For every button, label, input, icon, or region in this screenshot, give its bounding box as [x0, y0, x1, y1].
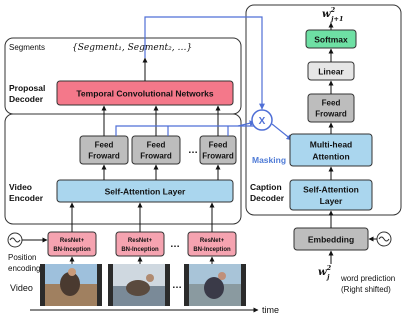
- frames-ellipsis: …: [172, 280, 182, 291]
- masking-multiply-symbol: X: [259, 116, 266, 127]
- video-encoder-panel: [4, 113, 242, 225]
- encoder-ff-1-line1: Feed: [95, 141, 114, 150]
- decoder-ff-line1: Feed: [322, 99, 341, 108]
- embedding-label: Embedding: [308, 235, 354, 245]
- tcn-label: Temporal Convolutional Networks: [76, 89, 214, 99]
- video-label: Video: [10, 283, 33, 293]
- encoder-ff-1-line2: Froward: [88, 152, 120, 161]
- encoder-ff-2-line1: Feed: [147, 141, 166, 150]
- encoder-self-attention-box: [56, 179, 234, 203]
- cnn-ellipsis: …: [170, 239, 180, 250]
- encoder-ellipsis: …: [188, 145, 198, 156]
- segments-label: Segments: [9, 43, 45, 52]
- word-prediction-line2: (Right shifted): [341, 285, 391, 294]
- cnn-2-line2: BN-Inception: [121, 247, 159, 253]
- proposal-decoder-label-line2: Decoder: [9, 94, 44, 104]
- caption-decoder-label-line2: Decoder: [250, 193, 285, 203]
- cnn-2-line1: ResNet+: [128, 238, 153, 244]
- linear-label: Linear: [318, 67, 344, 77]
- encoder-ff-2-line2: Froward: [140, 152, 172, 161]
- masking-label: Masking: [252, 155, 286, 165]
- proposal-to-mask-line: [144, 16, 265, 110]
- video-encoder-label-line2: Encoder: [9, 193, 44, 203]
- cnn-1-line1: ResNet+: [60, 238, 85, 244]
- cnn-1-line2: BN-Inception: [53, 247, 91, 253]
- softmax-label: Softmax: [314, 35, 348, 45]
- mask-to-mha-arrow: [271, 123, 293, 141]
- encoder-ff-3-line2: Froward: [202, 152, 234, 161]
- video-frame-1: [40, 264, 102, 306]
- caption-decoder-label-line1: Caption: [250, 182, 282, 192]
- proposal-decoder-label-line1: Proposal: [9, 83, 45, 93]
- video-encoder-label-line1: Video: [9, 182, 32, 192]
- input-word-sub: j: [325, 273, 330, 281]
- cnn-3-line2: BN-Inception: [193, 247, 231, 253]
- decoder-position-wave-icon: [378, 236, 390, 242]
- input-word-sup: 2: [326, 264, 332, 272]
- cnn-3-line1: ResNet+: [200, 238, 225, 244]
- caption-decoder-panel: [245, 4, 402, 216]
- input-word-base: w: [318, 267, 327, 278]
- decoder-sa-line1: Self-Attention: [303, 185, 359, 195]
- video-frame-2: [108, 264, 170, 306]
- position-encoding-line2: encoding: [8, 264, 40, 273]
- encoder-self-attention-label: Self-Attention Layer: [105, 187, 186, 197]
- encoder-ff-3-line1: Feed: [209, 141, 228, 150]
- segments-set: {Segment₁, Segment₂, …}: [72, 43, 192, 53]
- decoder-sa-line2: Layer: [320, 196, 343, 206]
- decoder-ff-line2: Froward: [315, 110, 347, 119]
- ff1-feature-line: [115, 125, 262, 136]
- mha-line1: Multi-head: [310, 140, 353, 150]
- mha-line2: Attention: [312, 152, 349, 162]
- output-word-sup: 2: [330, 6, 336, 14]
- position-encoding-line1: Position: [8, 253, 36, 262]
- output-word-base: w: [322, 9, 331, 20]
- time-label: time: [262, 305, 279, 315]
- word-prediction-line1: word prediction: [340, 274, 395, 283]
- output-word-sub: j+1: [329, 15, 343, 23]
- masking-multiply-node: [251, 109, 273, 131]
- video-frame-3: [184, 264, 246, 306]
- encoder-position-wave-icon: [9, 237, 21, 243]
